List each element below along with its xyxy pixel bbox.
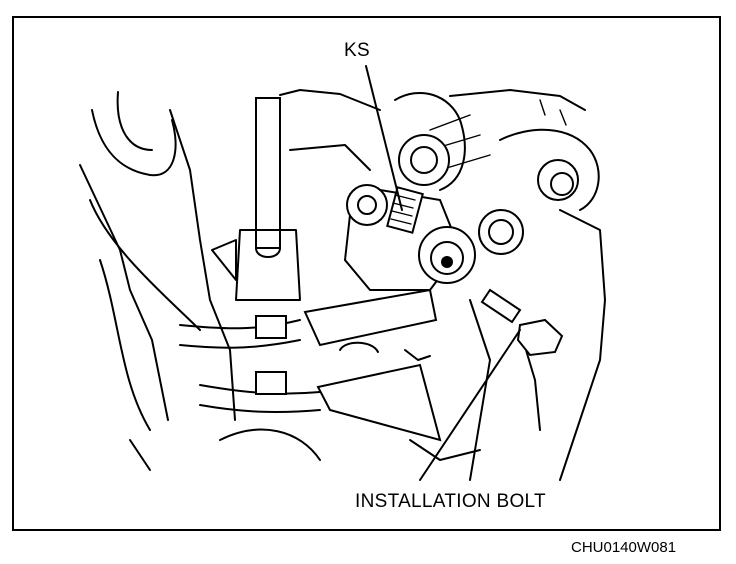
- engine-block-background: [79, 89, 606, 481]
- leader-lines: [365, 65, 521, 481]
- figure-code: CHU0140W081: [571, 539, 677, 556]
- ks-leader-line: [365, 65, 403, 211]
- installation-bolt-leader-line: [419, 329, 521, 481]
- installation-bolt-label: INSTALLATION BOLT: [355, 491, 546, 512]
- illustration-frame: [12, 16, 721, 531]
- ks-label: KS: [344, 40, 370, 61]
